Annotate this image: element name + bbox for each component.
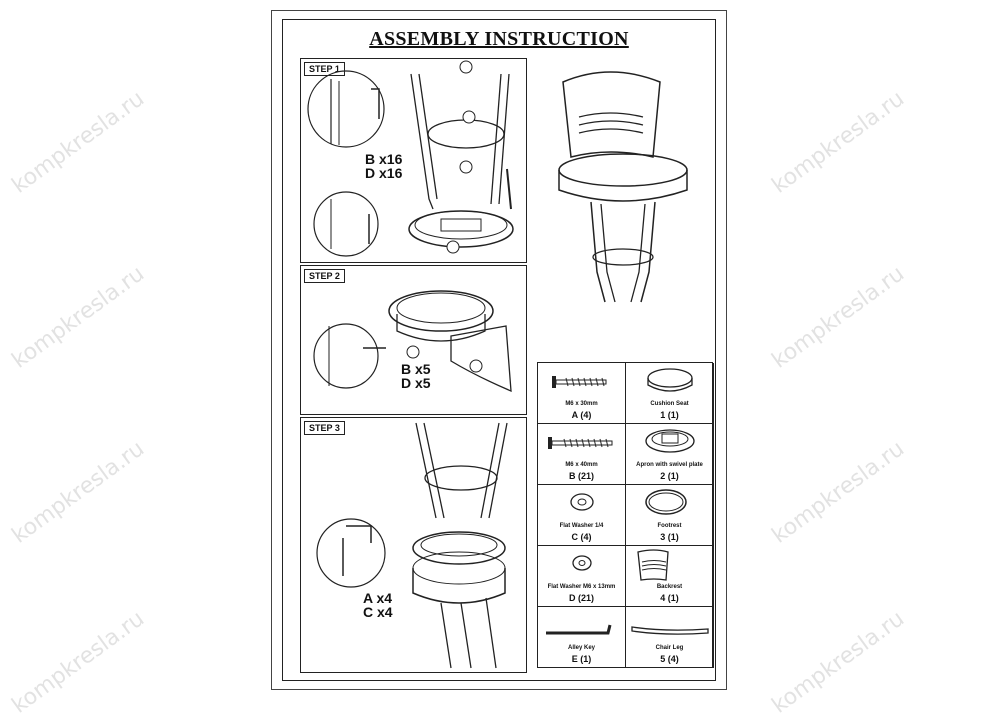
part-id: B (21) [568,471,594,481]
cushion-seat-icon [647,368,693,392]
watermark: kompkresla.ru [767,436,910,549]
step-3-quantity-a: A x4 [363,590,393,606]
part-cell-b: M6 x 40mm B (21) [538,424,626,485]
part-sub: Cushion Seat [650,401,689,407]
parts-table: M6 x 30mm A (4) Cushion Seat 1 (1) M6 x … [537,362,714,668]
part-id: 1 (1) [660,410,679,420]
watermark: kompkresla.ru [767,261,910,374]
part-sub: Flat Washer 1/4 [559,523,604,529]
part-cell-a: M6 x 30mm A (4) [538,363,626,424]
step-2-quantity-b: B x5 [401,361,431,377]
part-cell-5: Chair Leg 5 (4) [626,607,714,668]
step-1-quantity-d: D x16 [365,165,403,181]
step-2-label: STEP 2 [304,269,345,283]
part-cell-e: Alley Key E (1) [538,607,626,668]
assembled-stool-illustration [558,71,688,303]
watermark: kompkresla.ru [7,86,150,199]
step-1-illustration [307,60,514,257]
footrest-icon [645,489,687,515]
step-2-quantity-d: D x5 [401,375,431,391]
allen-key-icon [546,624,612,635]
watermark: kompkresla.ru [7,436,150,549]
step-1-panel: STEP 1 B x16 D x16 [300,58,527,263]
part-sub: M6 x 30mm [565,401,598,407]
screw-icon [548,437,613,449]
swivel-plate-icon [645,429,695,453]
part-cell-d: Flat Washer M6 x 13mm D (21) [538,546,626,607]
part-id: C (4) [571,532,592,542]
part-sub: Footrest [657,523,682,529]
washer-icon [572,555,592,571]
step-3-panel: STEP 3 A x4 C x4 [300,417,527,673]
watermark: kompkresla.ru [767,606,910,719]
watermark: kompkresla.ru [767,86,910,199]
part-id: 2 (1) [660,471,679,481]
part-cell-1: Cushion Seat 1 (1) [626,363,714,424]
step-1-quantity-b: B x16 [365,151,403,167]
part-cell-c: Flat Washer 1/4 C (4) [538,485,626,546]
part-sub: Apron with swivel plate [636,462,703,468]
screw-icon [552,376,607,388]
part-cell-2: Apron with swivel plate 2 (1) [626,424,714,485]
step-2-illustration [313,290,512,393]
part-id: 5 (4) [660,654,679,664]
part-cell-4: Backrest 4 (1) [626,546,714,607]
part-id: A (4) [571,410,592,420]
sheet-border [271,10,727,690]
inner-border [282,19,716,681]
step-3-illustration [316,422,508,669]
part-cell-3: Footrest 3 (1) [626,485,714,546]
part-id: D (21) [568,593,594,603]
backrest-icon [637,549,669,581]
part-id: 4 (1) [660,593,679,603]
watermark: kompkresla.ru [7,606,150,719]
step-2-panel: STEP 2 B x5 D x5 [300,265,527,415]
step-3-quantity-c: C x4 [363,604,393,620]
part-sub: Backrest [656,584,683,590]
page-title: ASSEMBLY INSTRUCTION [369,28,629,50]
part-id: E (1) [571,654,592,664]
step-3-label: STEP 3 [304,421,345,435]
chair-leg-icon [631,626,709,635]
part-sub: Alley Key [567,645,595,651]
part-sub: M6 x 40mm [565,462,598,468]
part-sub: Flat Washer M6 x 13mm [547,584,616,590]
part-sub: Chair Leg [655,645,684,651]
part-id: 3 (1) [660,532,679,542]
watermark: kompkresla.ru [7,261,150,374]
washer-icon [570,493,594,511]
